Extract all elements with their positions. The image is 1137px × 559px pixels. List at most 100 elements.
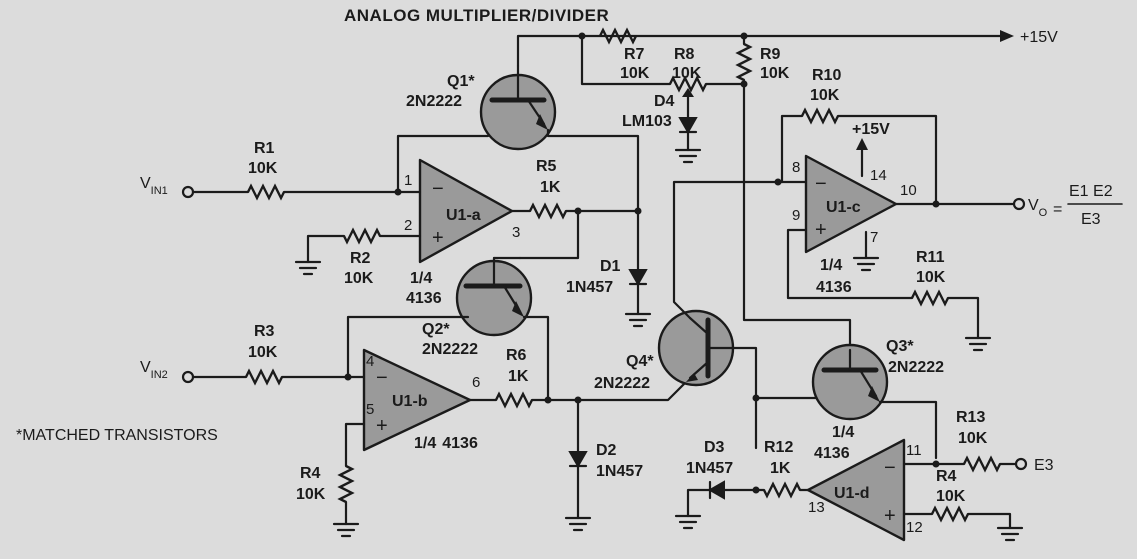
- d1-part: 1N457: [566, 279, 613, 296]
- minus-sign: −: [884, 457, 896, 479]
- opamp-u1a: − +: [418, 158, 514, 264]
- ground-icon: [996, 526, 1024, 542]
- q1-ref: Q1*: [447, 73, 475, 90]
- u1d-part: 4136: [814, 445, 850, 462]
- minus-sign: −: [815, 173, 827, 195]
- vin1-terminal[interactable]: [181, 185, 195, 199]
- pin-2: 2: [404, 217, 412, 234]
- pin-10: 10: [900, 182, 917, 199]
- u1d-name: U1-d: [834, 485, 870, 502]
- q2-ref: Q2*: [422, 321, 450, 338]
- pin-12: 12: [906, 519, 923, 536]
- supply-label: +15V: [1020, 29, 1058, 46]
- r11-value: 10K: [916, 269, 946, 286]
- resistor-r4-right: [930, 505, 970, 523]
- resistor-r12: [762, 481, 802, 499]
- pin-9: 9: [792, 207, 800, 224]
- opamp-u1d: − +: [806, 438, 906, 542]
- d3-ref: D3: [704, 439, 725, 456]
- d2-part: 1N457: [596, 463, 643, 480]
- r10-value: 10K: [810, 87, 840, 104]
- r10-ref: R10: [812, 67, 841, 84]
- q1-part: 2N2222: [406, 93, 462, 110]
- r2-value: 10K: [344, 270, 374, 287]
- plus-sign: +: [376, 415, 388, 437]
- minus-sign: −: [432, 178, 444, 200]
- opamp-u1b: − +: [362, 348, 472, 452]
- output-denominator: E3: [1081, 211, 1101, 228]
- u1c-name: U1-c: [826, 199, 861, 216]
- vo-terminal[interactable]: [1012, 197, 1026, 211]
- pin-1: 1: [404, 172, 412, 189]
- resistor-r10: [800, 107, 840, 125]
- diode-d1: [628, 269, 648, 316]
- ground-icon: [332, 522, 360, 538]
- u1a-part: 4136: [406, 290, 442, 307]
- equals-sign: =: [1053, 201, 1062, 218]
- transistor-q1: [479, 64, 557, 151]
- d1-ref: D1: [600, 258, 621, 275]
- r4-ref: R4: [300, 465, 321, 482]
- minus-sign: −: [376, 367, 388, 389]
- pin-13: 13: [808, 499, 825, 516]
- r7-value: 10K: [620, 65, 650, 82]
- plus-sign: +: [884, 505, 896, 527]
- resistor-r5: [528, 202, 568, 220]
- r3-ref: R3: [254, 323, 275, 340]
- vin2-terminal[interactable]: [181, 370, 195, 384]
- q4-ref: Q4*: [626, 353, 654, 370]
- q4-part: 2N2222: [594, 375, 650, 392]
- resistor-r3: [244, 368, 284, 386]
- r6-ref: R6: [506, 347, 527, 364]
- u1c-supply: +15V: [852, 121, 890, 138]
- r3-value: 10K: [248, 344, 278, 361]
- q3-part: 2N2222: [888, 359, 944, 376]
- q2-part: 2N2222: [422, 341, 478, 358]
- pin-5: 5: [366, 401, 374, 418]
- r6-value: 1K: [508, 368, 529, 385]
- transistor-q2: [455, 256, 533, 337]
- e3-terminal[interactable]: [1014, 457, 1028, 471]
- u1c-frac: 1/4: [820, 257, 842, 274]
- r7-ref: R7: [624, 46, 645, 63]
- u1a-frac: 1/4: [410, 270, 432, 287]
- d3-part: 1N457: [686, 460, 733, 477]
- r4b-ref: R4: [936, 468, 957, 485]
- d2-ref: D2: [596, 442, 617, 459]
- plus-sign: +: [815, 219, 827, 241]
- ground-icon: [674, 514, 702, 530]
- r8-value: 10K: [672, 65, 702, 82]
- ground-icon: [674, 148, 702, 164]
- r13-ref: R13: [956, 409, 985, 426]
- ground-icon: [564, 516, 592, 532]
- plus-sign: +: [432, 227, 444, 249]
- transistor-q3: [811, 343, 889, 421]
- resistor-r1: [246, 183, 286, 201]
- resistor-r2: [342, 227, 382, 245]
- resistor-r11: [910, 289, 950, 307]
- q3-ref: Q3*: [886, 338, 914, 355]
- r9-value: 10K: [760, 65, 790, 82]
- pin-7: 7: [870, 229, 878, 246]
- d4-ref: D4: [654, 93, 675, 110]
- r12-ref: R12: [764, 439, 793, 456]
- r11-ref: R11: [916, 249, 945, 266]
- vin1-label: VIN1: [140, 175, 168, 197]
- ground-icon: [964, 336, 992, 352]
- ground-icon: [624, 312, 652, 328]
- matched-transistors-note: *MATCHED TRANSISTORS: [16, 427, 218, 444]
- diagram-title: ANALOG MULTIPLIER/DIVIDER: [344, 6, 609, 25]
- pin-8: 8: [792, 159, 800, 176]
- u1c-part: 4136: [816, 279, 852, 296]
- diode-d4: [678, 117, 698, 152]
- pin-3: 3: [512, 224, 520, 241]
- r4-value: 10K: [296, 486, 326, 503]
- wiper-arrow-icon: [682, 88, 694, 97]
- output-numerator: E1 E2: [1069, 183, 1113, 200]
- resistor-r6: [494, 391, 534, 409]
- r12-value: 1K: [770, 460, 791, 477]
- r13-value: 10K: [958, 430, 988, 447]
- diode-d2: [568, 451, 588, 520]
- r5-value: 1K: [540, 179, 561, 196]
